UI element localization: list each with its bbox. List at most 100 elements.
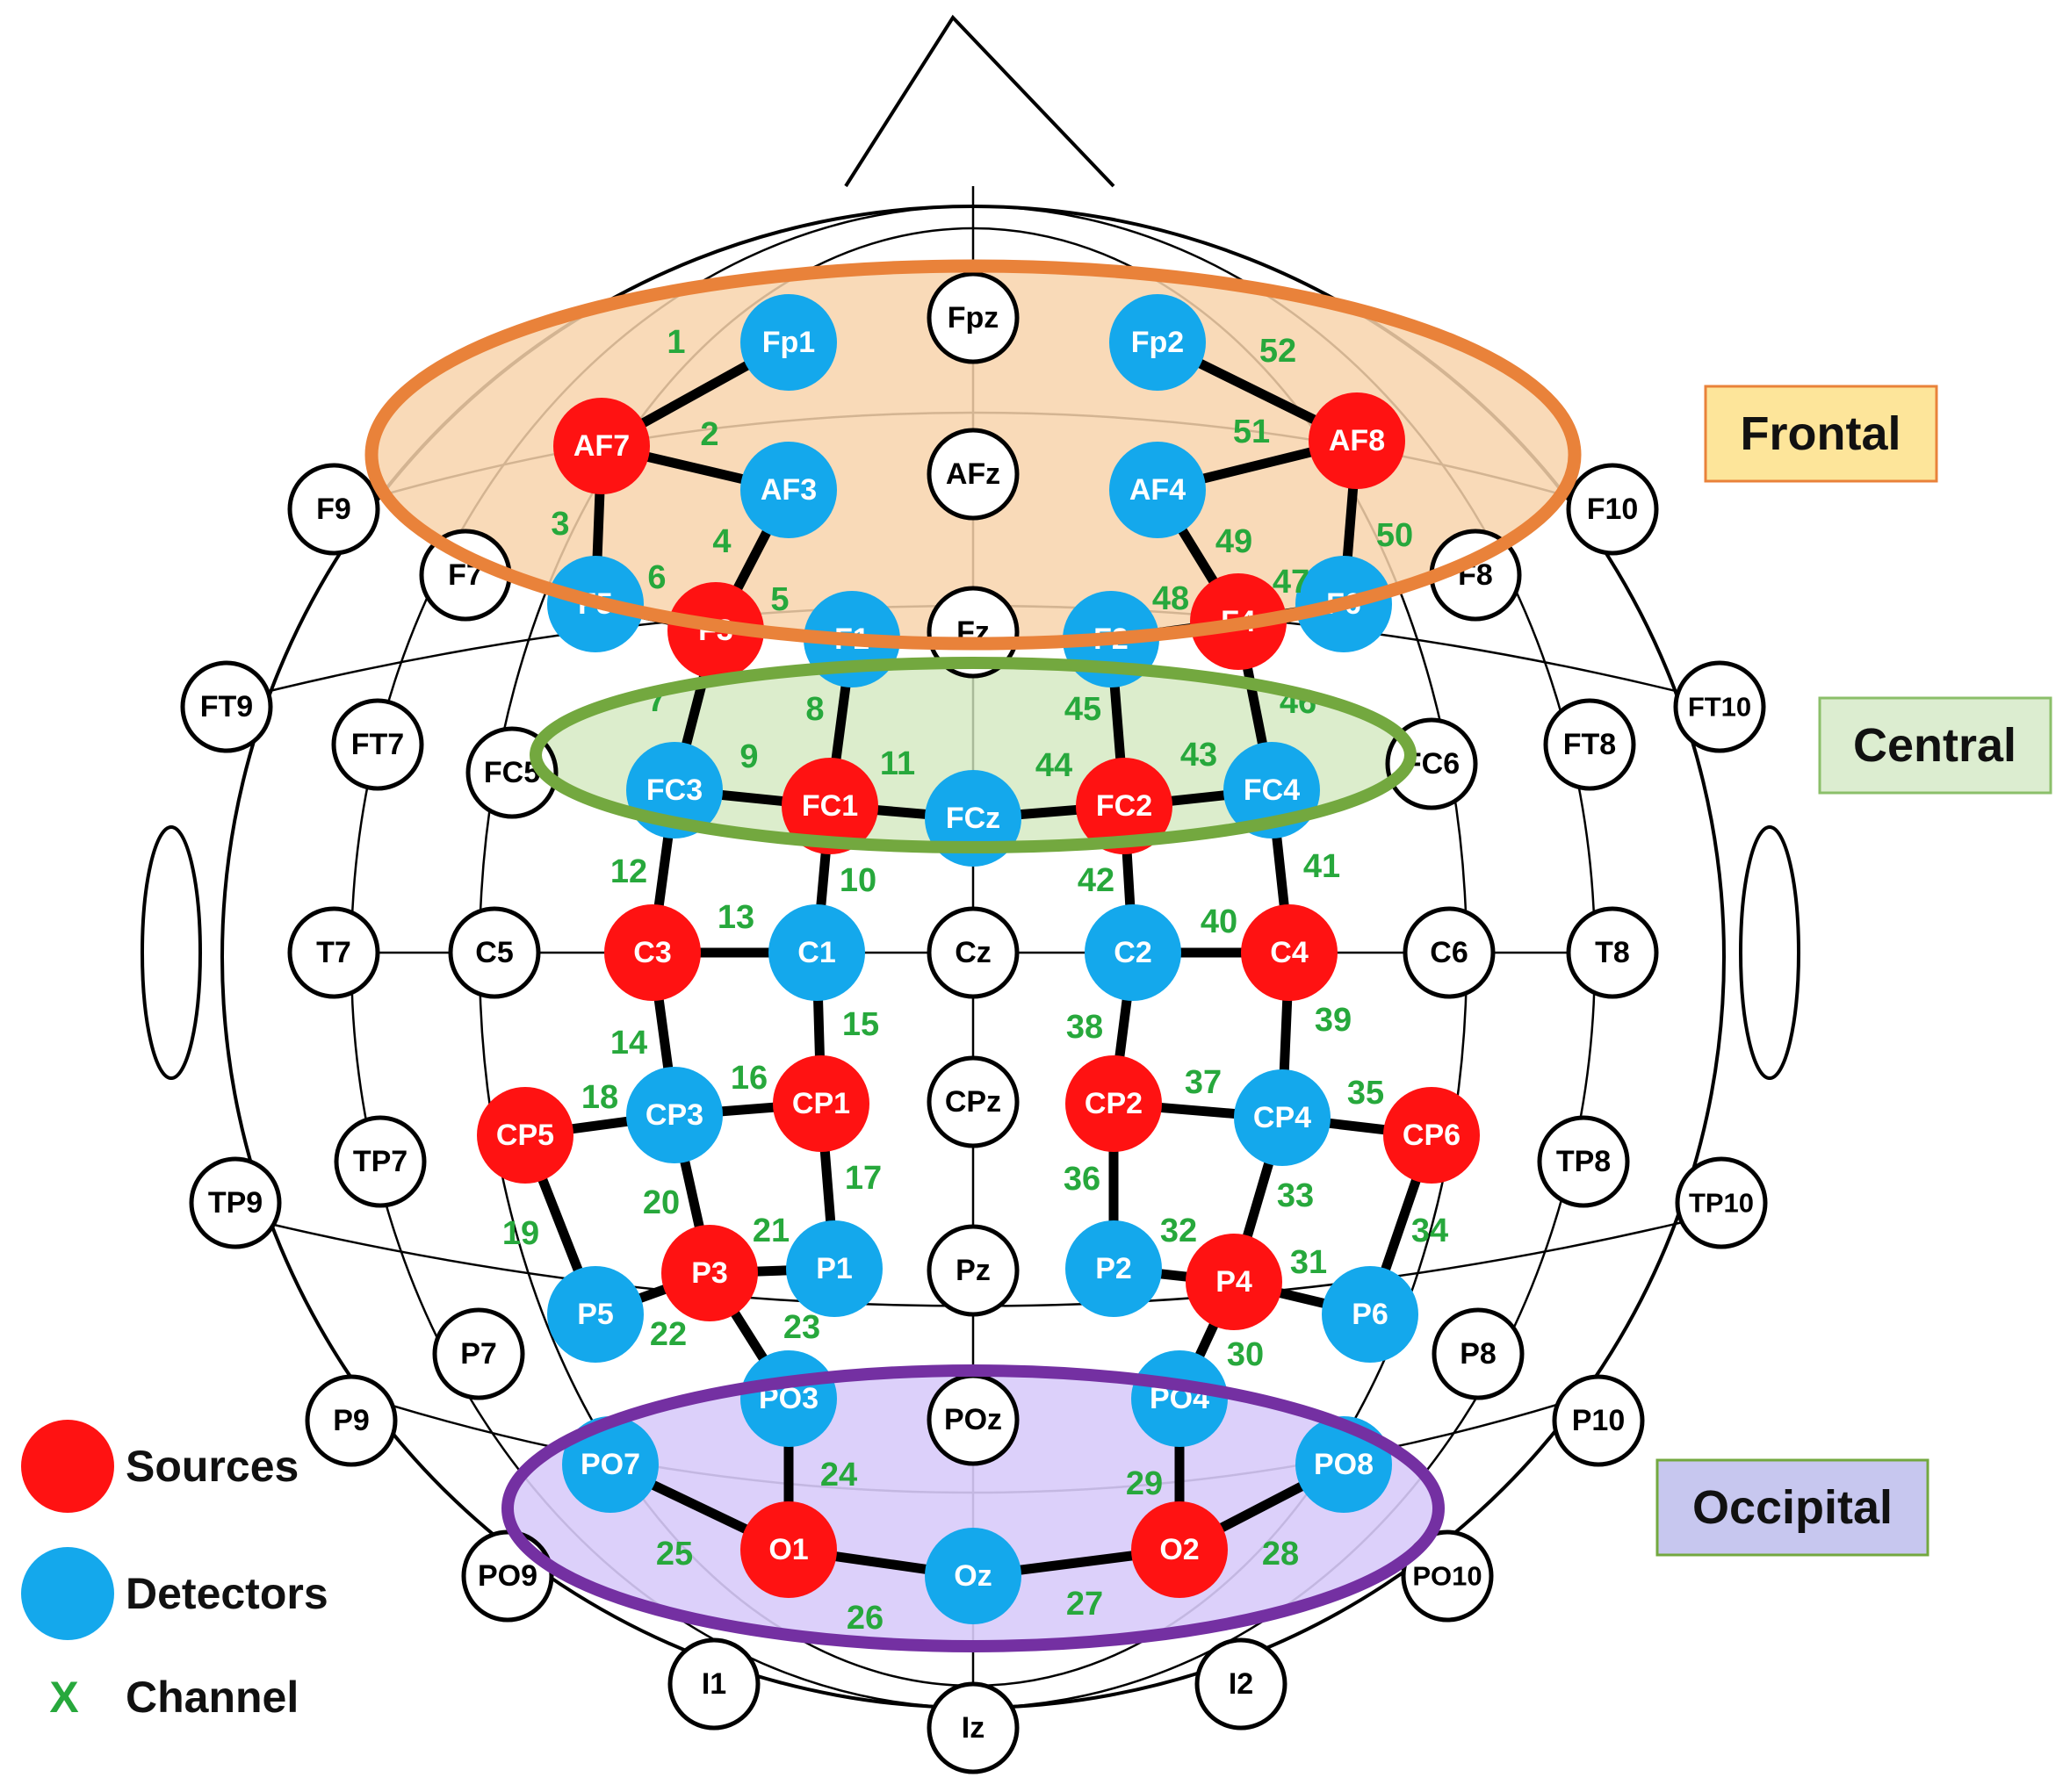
- channel-number-12: 12: [610, 853, 647, 890]
- electrode-label: FC2: [1096, 789, 1152, 823]
- electrode-cp1: CP1: [773, 1055, 869, 1152]
- electrode-marker: [786, 1220, 883, 1317]
- electrode-t7: T7: [287, 906, 380, 999]
- electrode-marker: [1076, 758, 1172, 854]
- channel-number-25: 25: [656, 1536, 693, 1572]
- electrode-af8: AF8: [1309, 392, 1405, 489]
- channel-number-16: 16: [731, 1060, 768, 1097]
- electrode-label: Fp2: [1131, 326, 1184, 359]
- electrode-label: FT10: [1688, 692, 1751, 723]
- electrode-label: F10: [1587, 493, 1639, 526]
- electrode-marker: [925, 1528, 1021, 1624]
- electrode-marker: [927, 586, 1020, 679]
- electrode-fc2: FC2: [1076, 758, 1172, 854]
- electrode-iz: Iz: [927, 1681, 1020, 1774]
- electrode-label: C3: [633, 936, 671, 969]
- electrode-marker: [1131, 1501, 1228, 1598]
- central-label: Central: [1853, 719, 2016, 772]
- channel-number-52: 52: [1259, 333, 1296, 370]
- channel-number-45: 45: [1064, 691, 1101, 728]
- electrode-tp7: TP7: [334, 1115, 427, 1208]
- electrode-i1: I1: [667, 1637, 761, 1731]
- electrode-marker: [1675, 1156, 1768, 1249]
- electrode-p9: P9: [305, 1374, 398, 1467]
- channel-number-27: 27: [1066, 1586, 1103, 1623]
- electrode-cp4: CP4: [1234, 1069, 1331, 1166]
- channel-number-40: 40: [1201, 903, 1237, 940]
- channel-number-35: 35: [1347, 1075, 1384, 1112]
- electrode-marker: [927, 1055, 1020, 1148]
- electrode-f10: F10: [1566, 463, 1659, 556]
- channel-number-17: 17: [845, 1160, 882, 1197]
- electrode-fp2: Fp2: [1109, 294, 1206, 391]
- electrode-marker: [927, 1681, 1020, 1774]
- electrode-cp3: CP3: [626, 1067, 723, 1163]
- electrode-label: P1: [816, 1252, 853, 1285]
- electrode-marker: [782, 758, 878, 854]
- electrode-marker: [1241, 904, 1338, 1001]
- electrode-p2: P2: [1065, 1220, 1162, 1317]
- electrode-label: T7: [316, 936, 351, 969]
- channel-number-11: 11: [880, 745, 915, 782]
- electrode-marker: [927, 271, 1020, 364]
- electrode-fp1: Fp1: [740, 294, 837, 391]
- channel-number-6: 6: [647, 559, 666, 596]
- electrode-af7: AF7: [553, 398, 650, 494]
- electrode-marker: [1186, 1234, 1282, 1330]
- electrode-p4: P4: [1186, 1234, 1282, 1330]
- electrode-label: Fpz: [948, 301, 999, 335]
- electrode-label: FC3: [646, 774, 703, 807]
- occipital-region-outline: [501, 1364, 1445, 1652]
- electrode-c3: C3: [604, 904, 701, 1001]
- channel-number-22: 22: [650, 1316, 687, 1353]
- electrode-marker: [1065, 1055, 1162, 1152]
- electrode-label: Fp1: [762, 326, 815, 359]
- channel-number-2: 2: [700, 416, 718, 453]
- electrode-pz: Pz: [927, 1224, 1020, 1317]
- electrode-label: Pz: [956, 1254, 991, 1287]
- electrode-marker: [1401, 1529, 1494, 1623]
- electrode-label: AF8: [1329, 424, 1385, 457]
- electrode-marker: [1234, 1069, 1331, 1166]
- electrode-marker: [927, 428, 1020, 521]
- legend: Sources Detectors X Channel: [21, 1420, 328, 1722]
- electrode-marker: [740, 442, 837, 538]
- electrode-oz: Oz: [925, 1528, 1021, 1624]
- electrode-fz: Fz: [927, 586, 1020, 679]
- electrode-label: C1: [797, 936, 835, 969]
- electrode-tp8: TP8: [1537, 1115, 1630, 1208]
- channel-number-49: 49: [1215, 523, 1252, 560]
- electrode-label: CP5: [496, 1119, 554, 1152]
- electrode-marker: [768, 904, 865, 1001]
- channel-number-30: 30: [1227, 1336, 1264, 1373]
- electrode-label: FCz: [946, 802, 1000, 835]
- channel-number-24: 24: [820, 1457, 857, 1493]
- electrode-po3: PO3: [740, 1350, 837, 1447]
- channel-number-23: 23: [783, 1309, 820, 1346]
- channel-number-39: 39: [1315, 1002, 1352, 1039]
- electrode-marker: [1543, 698, 1636, 791]
- channel-number-34: 34: [1411, 1213, 1448, 1249]
- electrode-label: Cz: [955, 936, 992, 969]
- electrode-marker: [287, 463, 380, 556]
- electrode-marker: [1085, 904, 1181, 1001]
- central-region-outline: [530, 657, 1417, 853]
- electrode-label: C5: [475, 936, 513, 969]
- electrode-label: O2: [1159, 1533, 1199, 1566]
- channel-number-1: 1: [667, 324, 685, 361]
- electrode-label: AFz: [946, 457, 1000, 491]
- electrode-po4: PO4: [1131, 1350, 1228, 1447]
- electrode-marker: [1566, 906, 1659, 999]
- electrode-label: TP7: [353, 1145, 408, 1178]
- electrode-c2: C2: [1085, 904, 1181, 1001]
- channel-number-5: 5: [770, 581, 789, 618]
- legend-detectors-label: Detectors: [126, 1569, 328, 1618]
- electrode-marker: [1109, 294, 1206, 391]
- electrode-c1: C1: [768, 904, 865, 1001]
- channel-number-3: 3: [551, 506, 569, 543]
- electrode-o2: O2: [1131, 1501, 1228, 1598]
- channel-number-4: 4: [712, 523, 731, 560]
- electrode-label: C2: [1114, 936, 1151, 969]
- electrode-marker: [1309, 392, 1405, 489]
- electrode-marker: [189, 1156, 282, 1249]
